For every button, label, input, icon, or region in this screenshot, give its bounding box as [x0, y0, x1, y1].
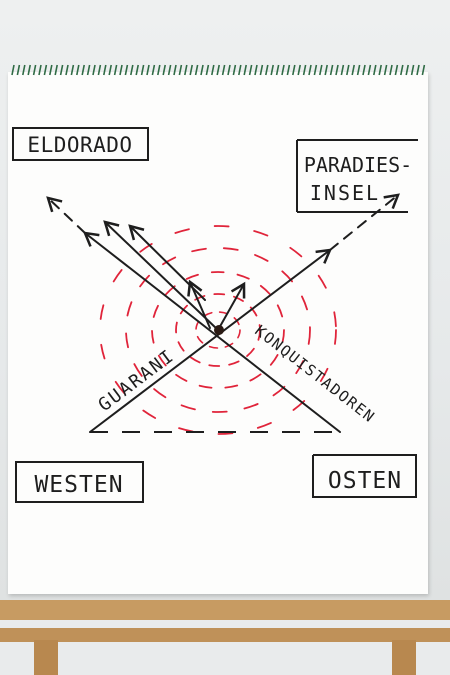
label-osten: OSTEN [328, 468, 402, 494]
easel-leg-right [392, 640, 416, 675]
label-konquistadoren: KONQUISTADOREN [251, 322, 378, 427]
red-rings [99, 225, 337, 435]
label-insel: INSEL [310, 181, 380, 205]
easel-ledge [0, 600, 450, 620]
label-paradies: PARADIES- [304, 153, 412, 177]
easel-crossbar [0, 628, 450, 642]
label-boxes [12, 127, 418, 503]
spiral-binding [11, 64, 426, 76]
label-eldorado: ELDORADO [27, 133, 132, 157]
center-dot [214, 325, 224, 335]
easel-leg-left [34, 640, 58, 675]
crossing-lines [46, 193, 400, 433]
label-guarani: GUARANI [94, 345, 178, 416]
label-westen: WESTEN [34, 472, 123, 498]
